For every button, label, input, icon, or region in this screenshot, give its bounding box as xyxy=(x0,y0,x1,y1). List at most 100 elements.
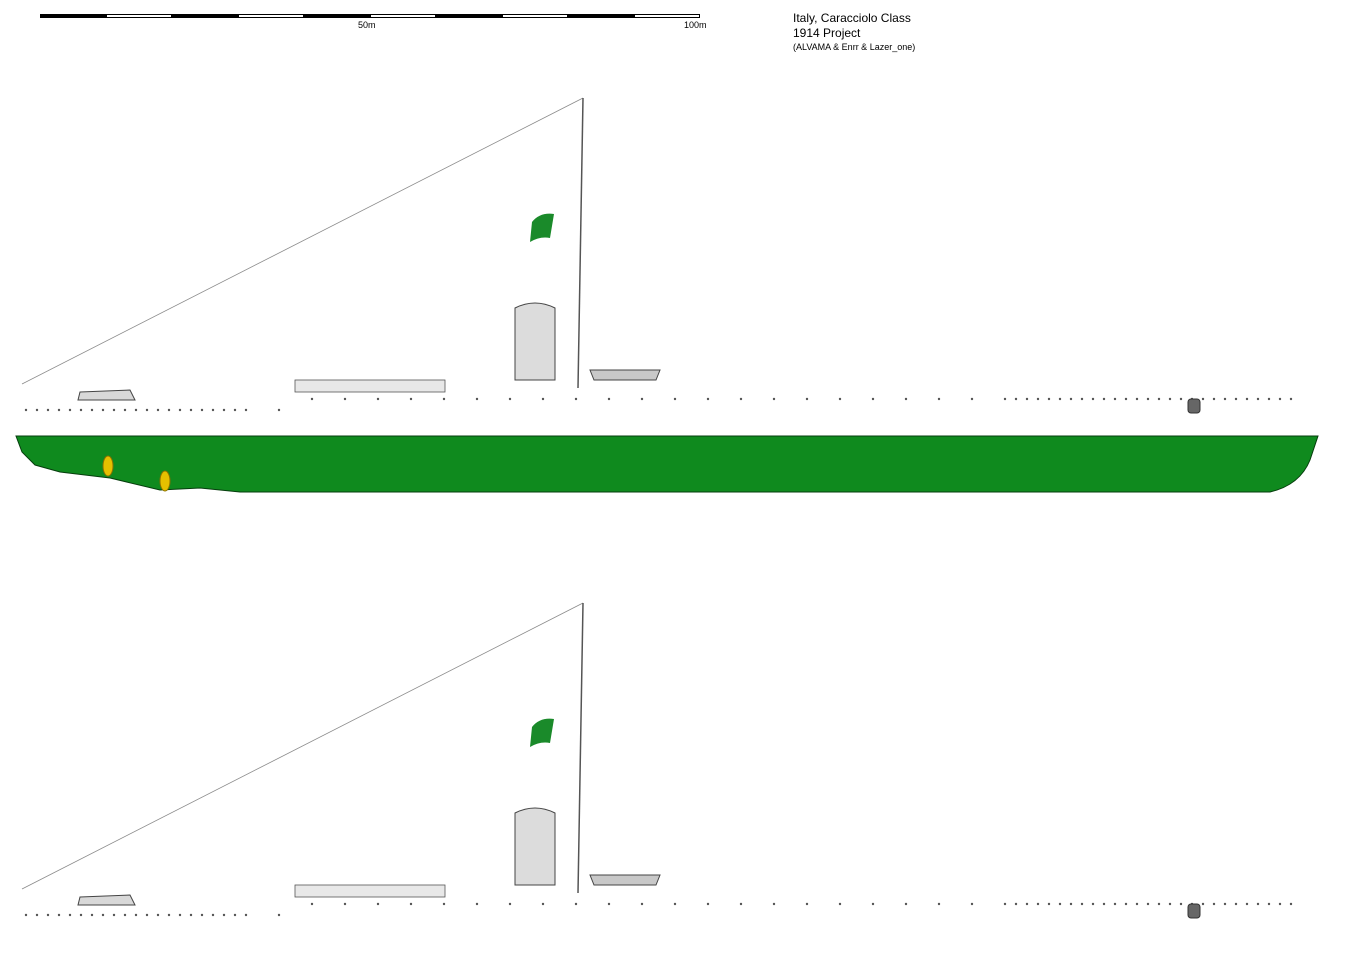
porthole xyxy=(79,408,83,412)
scale-bar: 50m 100m xyxy=(40,12,707,36)
porthole xyxy=(1102,397,1106,401)
boats xyxy=(589,369,661,381)
scale-segment xyxy=(568,14,634,18)
porthole xyxy=(409,902,413,906)
porthole xyxy=(24,408,28,412)
porthole xyxy=(1102,902,1106,906)
porthole xyxy=(1069,397,1073,401)
scale-segment xyxy=(304,14,370,18)
rigging xyxy=(21,602,584,890)
porthole xyxy=(46,408,50,412)
porthole xyxy=(101,913,105,917)
superstructure xyxy=(294,884,446,898)
title-credits: (ALVAMA & Enrr & Lazer_one) xyxy=(793,42,916,52)
porthole xyxy=(1278,902,1282,906)
porthole xyxy=(1212,397,1216,401)
porthole xyxy=(1113,397,1117,401)
masts xyxy=(577,97,584,389)
motor-launch xyxy=(589,369,661,381)
porthole xyxy=(101,408,105,412)
porthole xyxy=(772,902,776,906)
porthole xyxy=(838,397,842,401)
motor-launch xyxy=(589,874,661,886)
porthole xyxy=(35,913,39,917)
flag-green xyxy=(530,718,554,747)
porthole xyxy=(1080,902,1084,906)
porthole xyxy=(310,397,314,401)
porthole xyxy=(145,913,149,917)
porthole xyxy=(90,408,94,412)
portholes xyxy=(24,902,1293,917)
flag-green xyxy=(530,213,554,242)
porthole xyxy=(134,408,138,412)
porthole xyxy=(1234,902,1238,906)
porthole xyxy=(805,397,809,401)
anchor-icon xyxy=(1187,398,1201,414)
porthole xyxy=(1135,397,1139,401)
main-mast xyxy=(577,602,584,894)
porthole xyxy=(233,913,237,917)
porthole xyxy=(1091,902,1095,906)
porthole xyxy=(200,408,204,412)
scale-segment xyxy=(172,14,238,18)
porthole xyxy=(145,408,149,412)
propeller-icon xyxy=(102,455,114,477)
porthole xyxy=(937,902,941,906)
porthole xyxy=(1058,902,1062,906)
porthole xyxy=(541,397,545,401)
scale-label-50m: 50m xyxy=(358,20,376,30)
porthole xyxy=(1267,397,1271,401)
porthole xyxy=(607,902,611,906)
porthole xyxy=(35,408,39,412)
porthole xyxy=(1256,902,1260,906)
porthole xyxy=(1278,397,1282,401)
porthole xyxy=(574,397,578,401)
main-mast xyxy=(577,97,584,389)
porthole xyxy=(1223,397,1227,401)
porthole xyxy=(1135,902,1139,906)
porthole xyxy=(123,408,127,412)
porthole xyxy=(200,913,204,917)
porthole xyxy=(1245,397,1249,401)
ship-profile-waterline xyxy=(21,602,1293,919)
porthole xyxy=(904,397,908,401)
porthole xyxy=(1091,397,1095,401)
porthole xyxy=(1256,397,1260,401)
porthole xyxy=(156,408,160,412)
porthole xyxy=(970,397,974,401)
porthole xyxy=(1047,397,1051,401)
turrets xyxy=(77,894,136,906)
porthole xyxy=(1157,397,1161,401)
porthole xyxy=(970,902,974,906)
porthole xyxy=(904,902,908,906)
aft-funnel xyxy=(514,807,556,886)
porthole xyxy=(277,913,281,917)
porthole xyxy=(541,902,545,906)
porthole xyxy=(1014,397,1018,401)
propellers xyxy=(102,455,171,492)
boats xyxy=(589,874,661,886)
porthole xyxy=(1124,397,1128,401)
porthole xyxy=(1267,902,1271,906)
porthole xyxy=(574,902,578,906)
funnels xyxy=(514,807,556,886)
porthole xyxy=(211,408,215,412)
italian-naval-ensign xyxy=(530,213,554,242)
porthole xyxy=(343,397,347,401)
porthole xyxy=(343,902,347,906)
title-country-class: Italy, Caracciolo Class xyxy=(793,11,911,25)
porthole xyxy=(244,913,248,917)
porthole xyxy=(57,913,61,917)
italian-naval-ensign xyxy=(530,718,554,747)
porthole xyxy=(739,902,743,906)
porthole xyxy=(1179,902,1183,906)
porthole xyxy=(673,902,677,906)
porthole xyxy=(46,913,50,917)
porthole xyxy=(1069,902,1073,906)
superstructure xyxy=(294,379,446,393)
porthole xyxy=(1234,397,1238,401)
porthole xyxy=(1146,397,1150,401)
turrets xyxy=(77,389,136,401)
porthole xyxy=(112,408,116,412)
porthole xyxy=(475,902,479,906)
